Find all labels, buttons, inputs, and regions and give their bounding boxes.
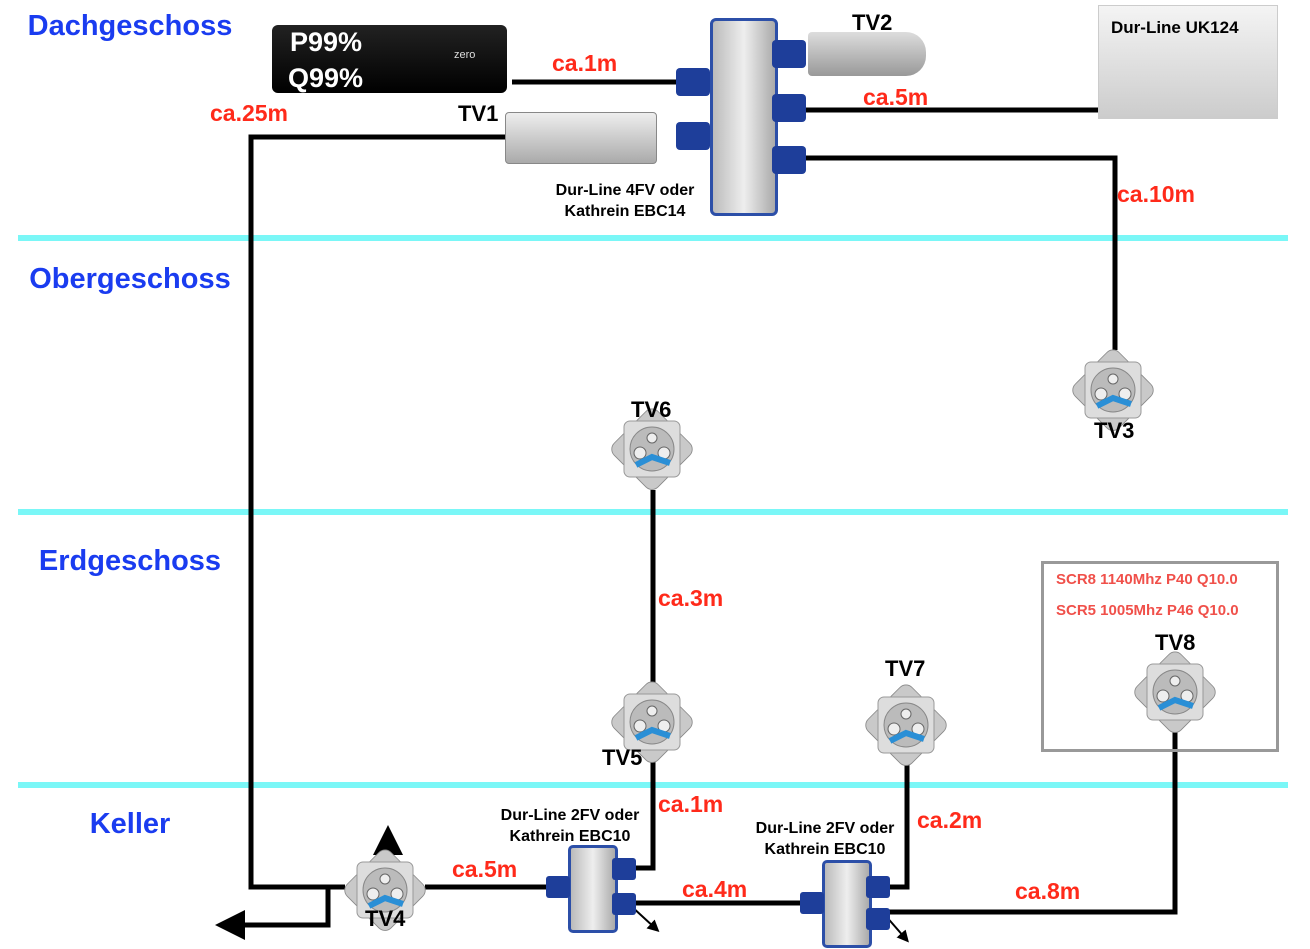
connector <box>772 94 806 122</box>
wall-outlet-icon <box>1134 651 1216 733</box>
length-tv5: ca.1m <box>658 791 724 817</box>
wall-outlet-icon <box>611 681 693 763</box>
scr-line-1: SCR8 1140Mhz P40 Q10.0 <box>1056 571 1238 588</box>
cable-tv3 <box>805 155 1118 350</box>
receiver-image: P99% Q99% zero <box>272 25 507 93</box>
tv4-label: TV4 <box>365 906 406 931</box>
floor-label-obergeschoss: Obergeschoss <box>29 263 231 295</box>
length-trunk: ca.25m <box>210 100 289 126</box>
connector <box>612 858 636 880</box>
f-connector-tv2-image <box>808 32 926 76</box>
tv7-label: TV7 <box>885 656 926 681</box>
wall-outlet-tv6 <box>610 407 694 491</box>
cable-tv8 <box>885 710 1178 915</box>
tv3-label: TV3 <box>1094 418 1135 443</box>
lnb-image: Dur-Line UK124 <box>1098 5 1278 119</box>
length-tv8: ca.8m <box>1015 878 1081 904</box>
lnb-label: Dur-Line UK124 <box>1111 18 1239 37</box>
cable-tv5 <box>632 740 656 871</box>
label-line: Kathrein EBC10 <box>509 828 631 845</box>
floor-label-erdgeschoss: Erdgeschoss <box>38 545 222 577</box>
inline-filter-image <box>505 112 657 164</box>
tv1-label: TV1 <box>458 101 499 126</box>
wall-outlet-tv4 <box>343 848 427 932</box>
label-line: Kathrein EBC10 <box>764 841 886 858</box>
length-splitters: ca.4m <box>682 876 748 902</box>
wall-outlet-icon <box>611 408 693 490</box>
connector <box>772 146 806 174</box>
length-tv4-splitter: ca.5m <box>452 856 518 882</box>
cable-tv4-out <box>250 887 331 928</box>
splitter-2way-image <box>822 860 872 948</box>
wall-outlet-tv5 <box>610 680 694 764</box>
cable-trunk <box>248 134 505 890</box>
wall-outlet-icon <box>344 849 426 931</box>
length-tv5-tv6: ca.3m <box>658 585 724 611</box>
connector <box>612 893 636 915</box>
label-line: Dur-Line 2FV oder <box>500 807 640 824</box>
connector <box>866 876 890 898</box>
connector <box>676 122 710 150</box>
tv8-label: TV8 <box>1155 630 1196 655</box>
tv5-label: TV5 <box>602 745 643 770</box>
connector <box>772 40 806 68</box>
wall-outlet-icon <box>865 684 947 766</box>
splitter-2way-image <box>568 845 618 933</box>
length-tv7: ca.2m <box>917 807 983 833</box>
cable-tv7 <box>885 750 910 890</box>
length-tv3: ca.10m <box>1117 181 1196 207</box>
connector <box>866 908 890 930</box>
connector <box>800 892 824 914</box>
wall-outlet-tv7 <box>864 683 948 767</box>
floor-separator <box>18 235 1288 241</box>
label-line: Dur-Line 2FV oder <box>755 820 895 837</box>
signal-power: P99% <box>290 27 363 57</box>
label-line: Kathrein EBC14 <box>564 203 686 220</box>
scr-line-2: SCR5 1005Mhz P46 Q10.0 <box>1056 602 1239 619</box>
scr-info-box <box>1041 561 1279 752</box>
signal-quality: Q99% <box>288 63 364 93</box>
tv2-label: TV2 <box>852 10 893 35</box>
splitter-4way-image <box>710 18 778 216</box>
floor-label-dachgeschoss: Dachgeschoss <box>27 10 233 42</box>
connector <box>546 876 570 898</box>
floor-label-keller: Keller <box>89 808 171 840</box>
length-lnb: ca.5m <box>863 84 929 110</box>
length-rx-splitter: ca.1m <box>552 50 618 76</box>
label-line: Dur-Line 4FV oder <box>555 182 695 199</box>
tv6-label: TV6 <box>631 397 672 422</box>
receiver-brand: zero <box>454 49 476 61</box>
wall-outlet-tv3 <box>1071 348 1155 432</box>
wall-outlet-icon <box>1072 349 1154 431</box>
wall-outlet-tv8 <box>1133 650 1217 734</box>
connector <box>676 68 710 96</box>
